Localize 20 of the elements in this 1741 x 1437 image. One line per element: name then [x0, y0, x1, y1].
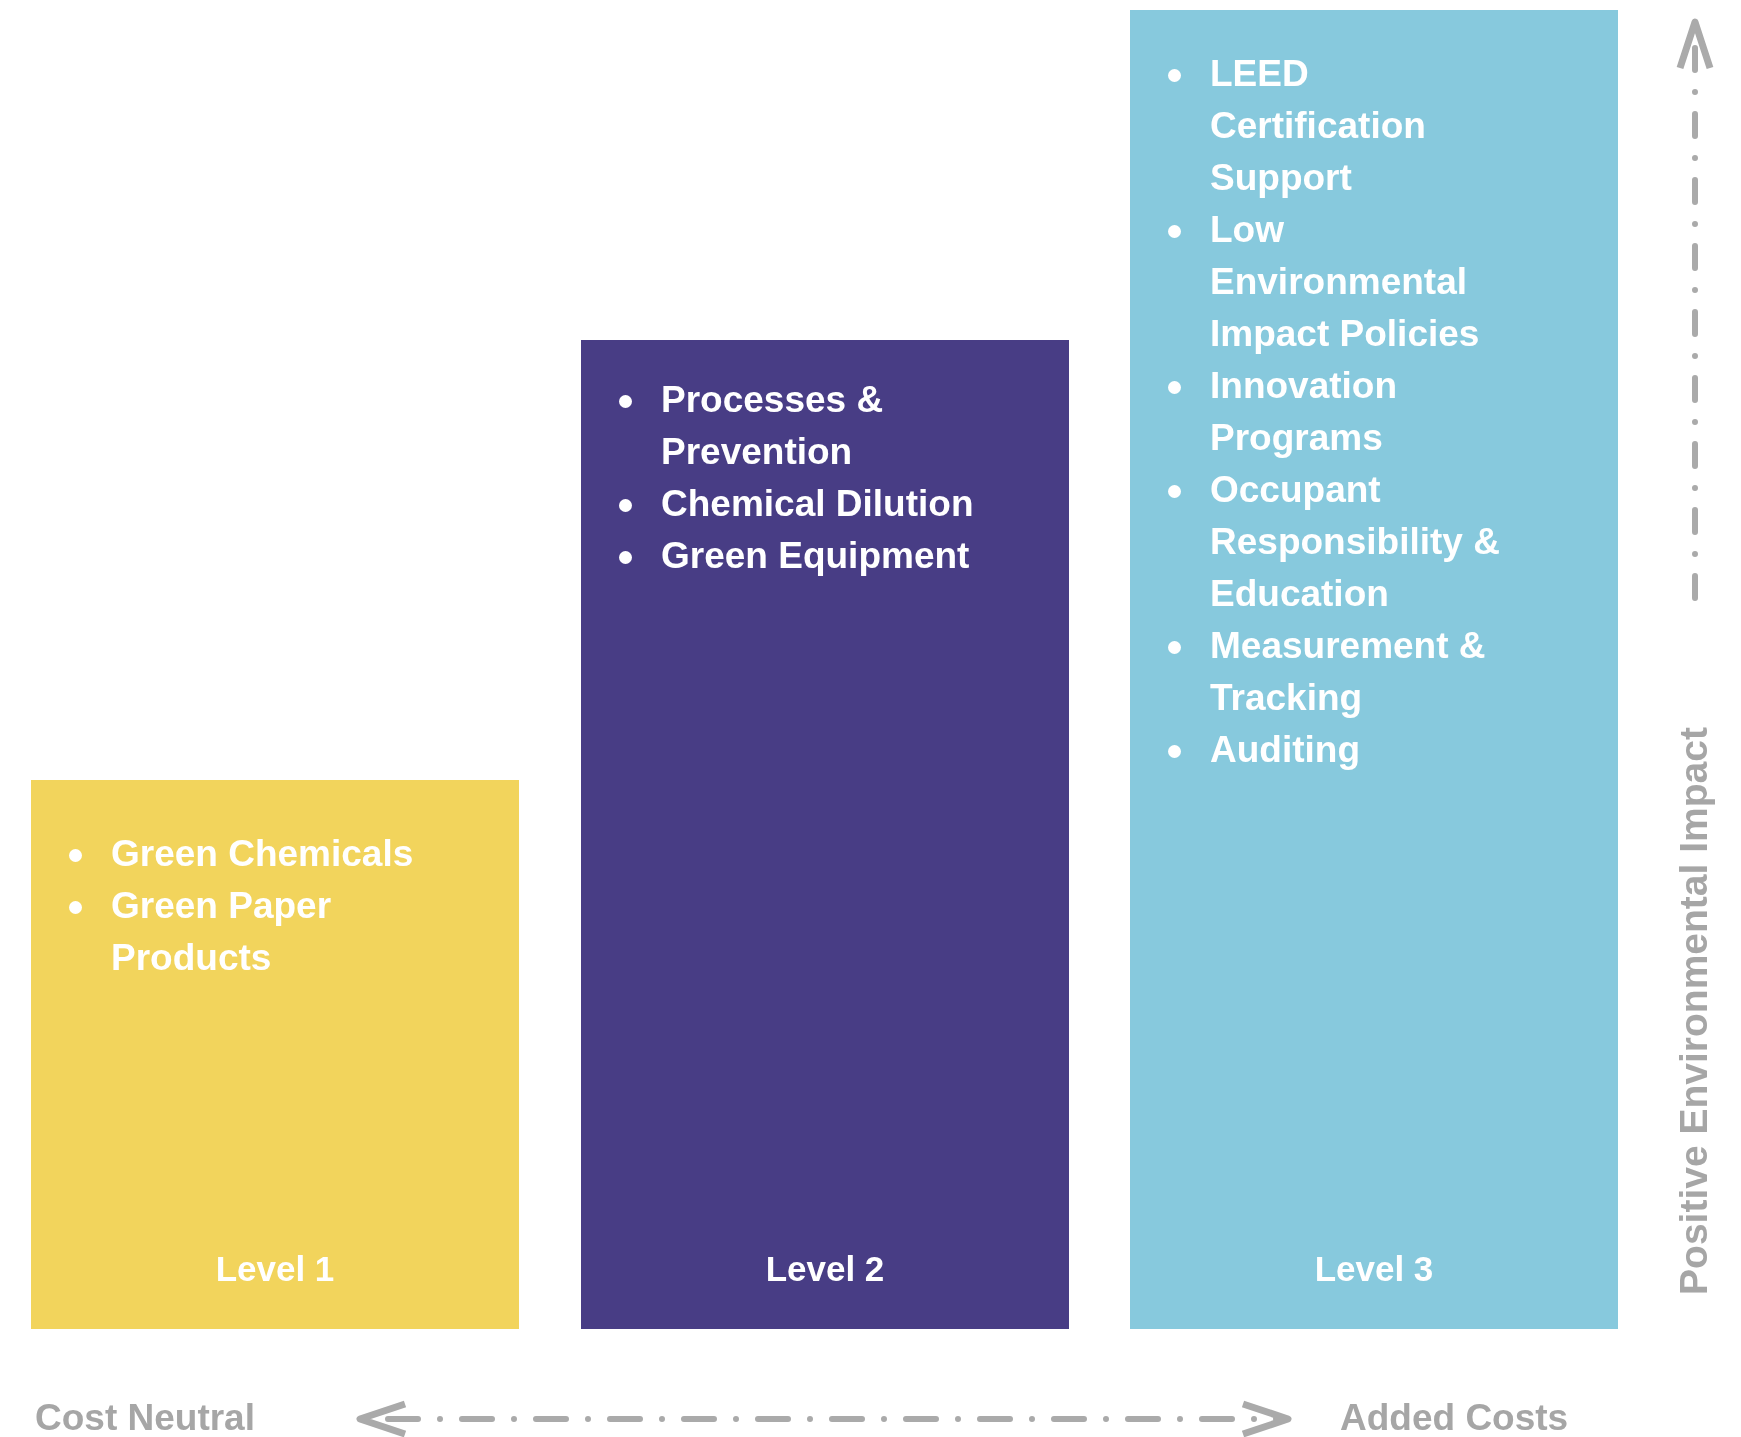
bullet-item: LEED Certification Support — [1166, 48, 1510, 204]
level-label: Level 3 — [1313, 1248, 1435, 1290]
bullet-item: Occupant Responsibility & Education — [1166, 464, 1510, 620]
bullet-item: Green Equipment — [617, 530, 1006, 582]
bullet-item: Green Paper Products — [67, 880, 431, 984]
bullet-item: Chemical Dilution — [617, 478, 1006, 530]
axis-label: Positive Environmental Impact — [1672, 726, 1716, 1297]
level-label: Level 2 — [764, 1248, 886, 1290]
level-column — [1130, 10, 1618, 1329]
bullet-item: Processes & Prevention — [617, 374, 1006, 478]
level-label: Level 1 — [214, 1248, 336, 1290]
bullet-item: Green Chemicals — [67, 828, 431, 880]
axis-label: Added Costs — [1340, 1396, 1569, 1437]
bullet-item: Low Environmental Impact Policies — [1166, 204, 1510, 360]
level-column — [31, 780, 519, 1329]
level-column — [581, 340, 1069, 1329]
bullet-item: Auditing — [1166, 724, 1510, 776]
bullet-item: Measurement & Tracking — [1166, 620, 1510, 724]
axis-label: Cost Neutral — [35, 1396, 255, 1437]
bullet-item: Innovation Programs — [1166, 360, 1510, 464]
